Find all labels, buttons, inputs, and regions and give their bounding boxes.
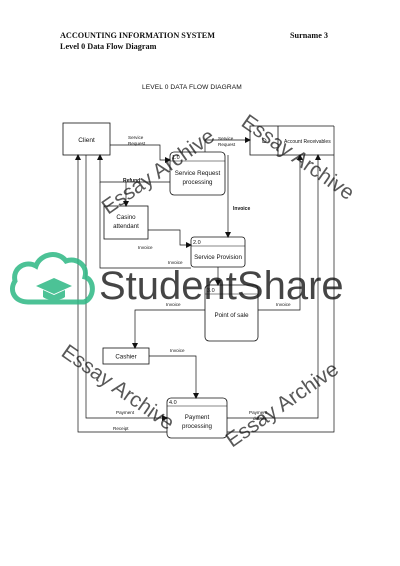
svg-text:Casino: Casino	[116, 214, 136, 221]
account-receivables-store: D Account Receivables	[249, 125, 334, 156]
cashier-label: Cashier	[115, 354, 136, 361]
svg-text:Payment: Payment	[185, 414, 210, 421]
svg-text:details: details	[253, 416, 267, 421]
flow-invoice-provision: Invoice	[168, 260, 183, 265]
svg-text:Request: Request	[128, 141, 146, 146]
svg-text:processing: processing	[182, 423, 212, 430]
datastore-id: D	[262, 138, 267, 145]
process-3-number: 3.0	[207, 288, 215, 294]
header-course-title: ACCOUNTING INFORMATION SYSTEM	[60, 31, 215, 40]
flow-invoice-pos-left: Invoice	[166, 302, 181, 307]
diagram-title: LEVEL 0 DATA FLOW DIAGRAM	[142, 84, 242, 91]
process-point-of-sale: 3.0 Point of sale	[204, 284, 259, 342]
process-2-number: 2.0	[193, 240, 201, 246]
process-1-number: 1.0	[172, 155, 180, 161]
flow-invoice-attendant: Invoice	[138, 245, 153, 250]
flow-lines	[75, 126, 335, 433]
header-surname-page: Surname 3	[290, 31, 328, 40]
flow-labels: Service Request Service Request Refund I…	[113, 135, 291, 431]
client-label: Client	[78, 137, 95, 144]
client-entity: Client	[62, 122, 111, 156]
process-service-request: 1.0 Service Request processing	[169, 151, 226, 196]
svg-text:Payment: Payment	[249, 410, 268, 415]
flow-invoice-pos-right: Invoice	[276, 302, 291, 307]
casino-attendant-entity: Casino attendant	[103, 205, 149, 240]
cashier-entity: Cashier	[102, 347, 150, 365]
svg-text:Request: Request	[218, 142, 236, 147]
flow-payment: Payment	[116, 410, 135, 415]
flow-invoice-vertical: Invoice	[233, 206, 250, 212]
svg-text:Service Request: Service Request	[175, 170, 221, 177]
process-2-label: Service Provision	[194, 254, 242, 261]
flow-invoice-cashier: Invoice	[170, 348, 185, 353]
svg-text:processing: processing	[183, 179, 213, 186]
process-4-number: 4.0	[169, 400, 177, 406]
flow-refund: Refund	[123, 178, 140, 184]
svg-text:Service: Service	[128, 135, 144, 140]
process-service-provision: 2.0 Service Provision	[190, 236, 246, 268]
svg-text:Service: Service	[218, 136, 234, 141]
process-3-label: Point of sale	[214, 312, 249, 319]
svg-text:attendant: attendant	[113, 223, 139, 230]
process-payment: 4.0 Payment processing	[166, 397, 228, 439]
flow-receipt: Receipt	[113, 426, 129, 431]
datastore-label: Account Receivables	[284, 139, 331, 145]
section-title: Level 0 Data Flow Diagram	[60, 42, 157, 51]
